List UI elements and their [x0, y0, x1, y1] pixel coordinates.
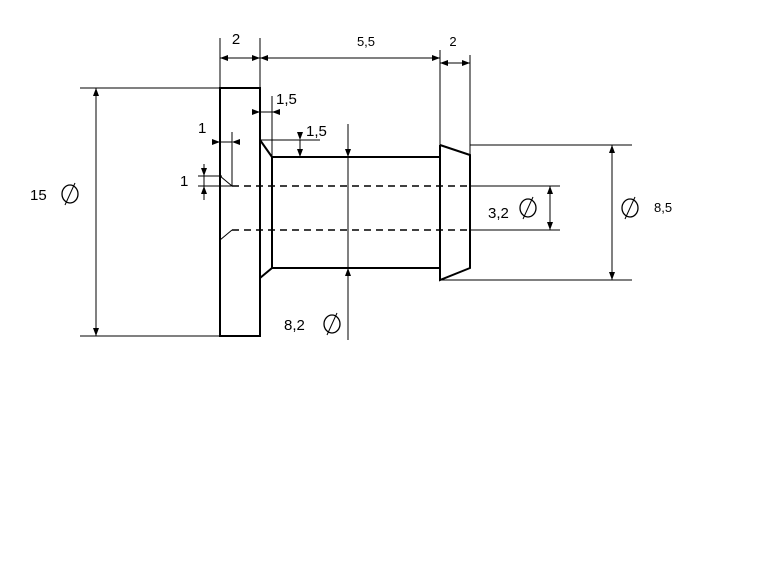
diameter-symbol-icon — [61, 182, 79, 206]
dim-flange-thickness: 2 — [232, 31, 240, 48]
tapered-end — [439, 144, 471, 282]
dim-end-diameter: 8,5 — [654, 200, 672, 215]
dim-chamfer-1: 1,5 — [276, 91, 297, 108]
shank-diameter-dim: 8,2 — [284, 124, 351, 340]
bore-diameter-dim: 3,2 — [470, 185, 560, 231]
dim-end-length: 2 — [449, 34, 456, 49]
dim-shank-diameter: 8,2 — [284, 317, 305, 334]
dim-bore-chamfer-w: 1 — [198, 120, 206, 137]
dim-flange-diameter: 15 — [30, 187, 47, 204]
bore-chamfer-bottom — [219, 229, 233, 241]
part-outline — [219, 87, 471, 337]
flange — [219, 87, 261, 337]
chamfer-dim-1: 1,5 — [252, 91, 297, 157]
bore-hidden-lines — [219, 175, 470, 241]
dim-shank-length: 5,5 — [357, 34, 375, 49]
top-dimensions: 2 5,5 2 — [219, 31, 471, 155]
diameter-symbol-icon — [323, 312, 341, 336]
flange-collar — [259, 139, 273, 279]
diameter-symbol-icon — [519, 196, 537, 220]
chamfer-dim-2: 1,5 — [260, 123, 327, 157]
dim-chamfer-2: 1,5 — [306, 123, 327, 140]
end-diameter-dim: 8,5 — [440, 144, 672, 281]
bore-chamfer-dims: 1 1 — [180, 120, 240, 200]
dim-bore-diameter: 3,2 — [488, 205, 509, 222]
diameter-symbol-icon — [621, 196, 639, 220]
bore-chamfer-top — [219, 175, 233, 187]
dim-bore-chamfer-h: 1 — [180, 173, 188, 190]
flange-diameter-dim: 15 — [30, 87, 220, 337]
